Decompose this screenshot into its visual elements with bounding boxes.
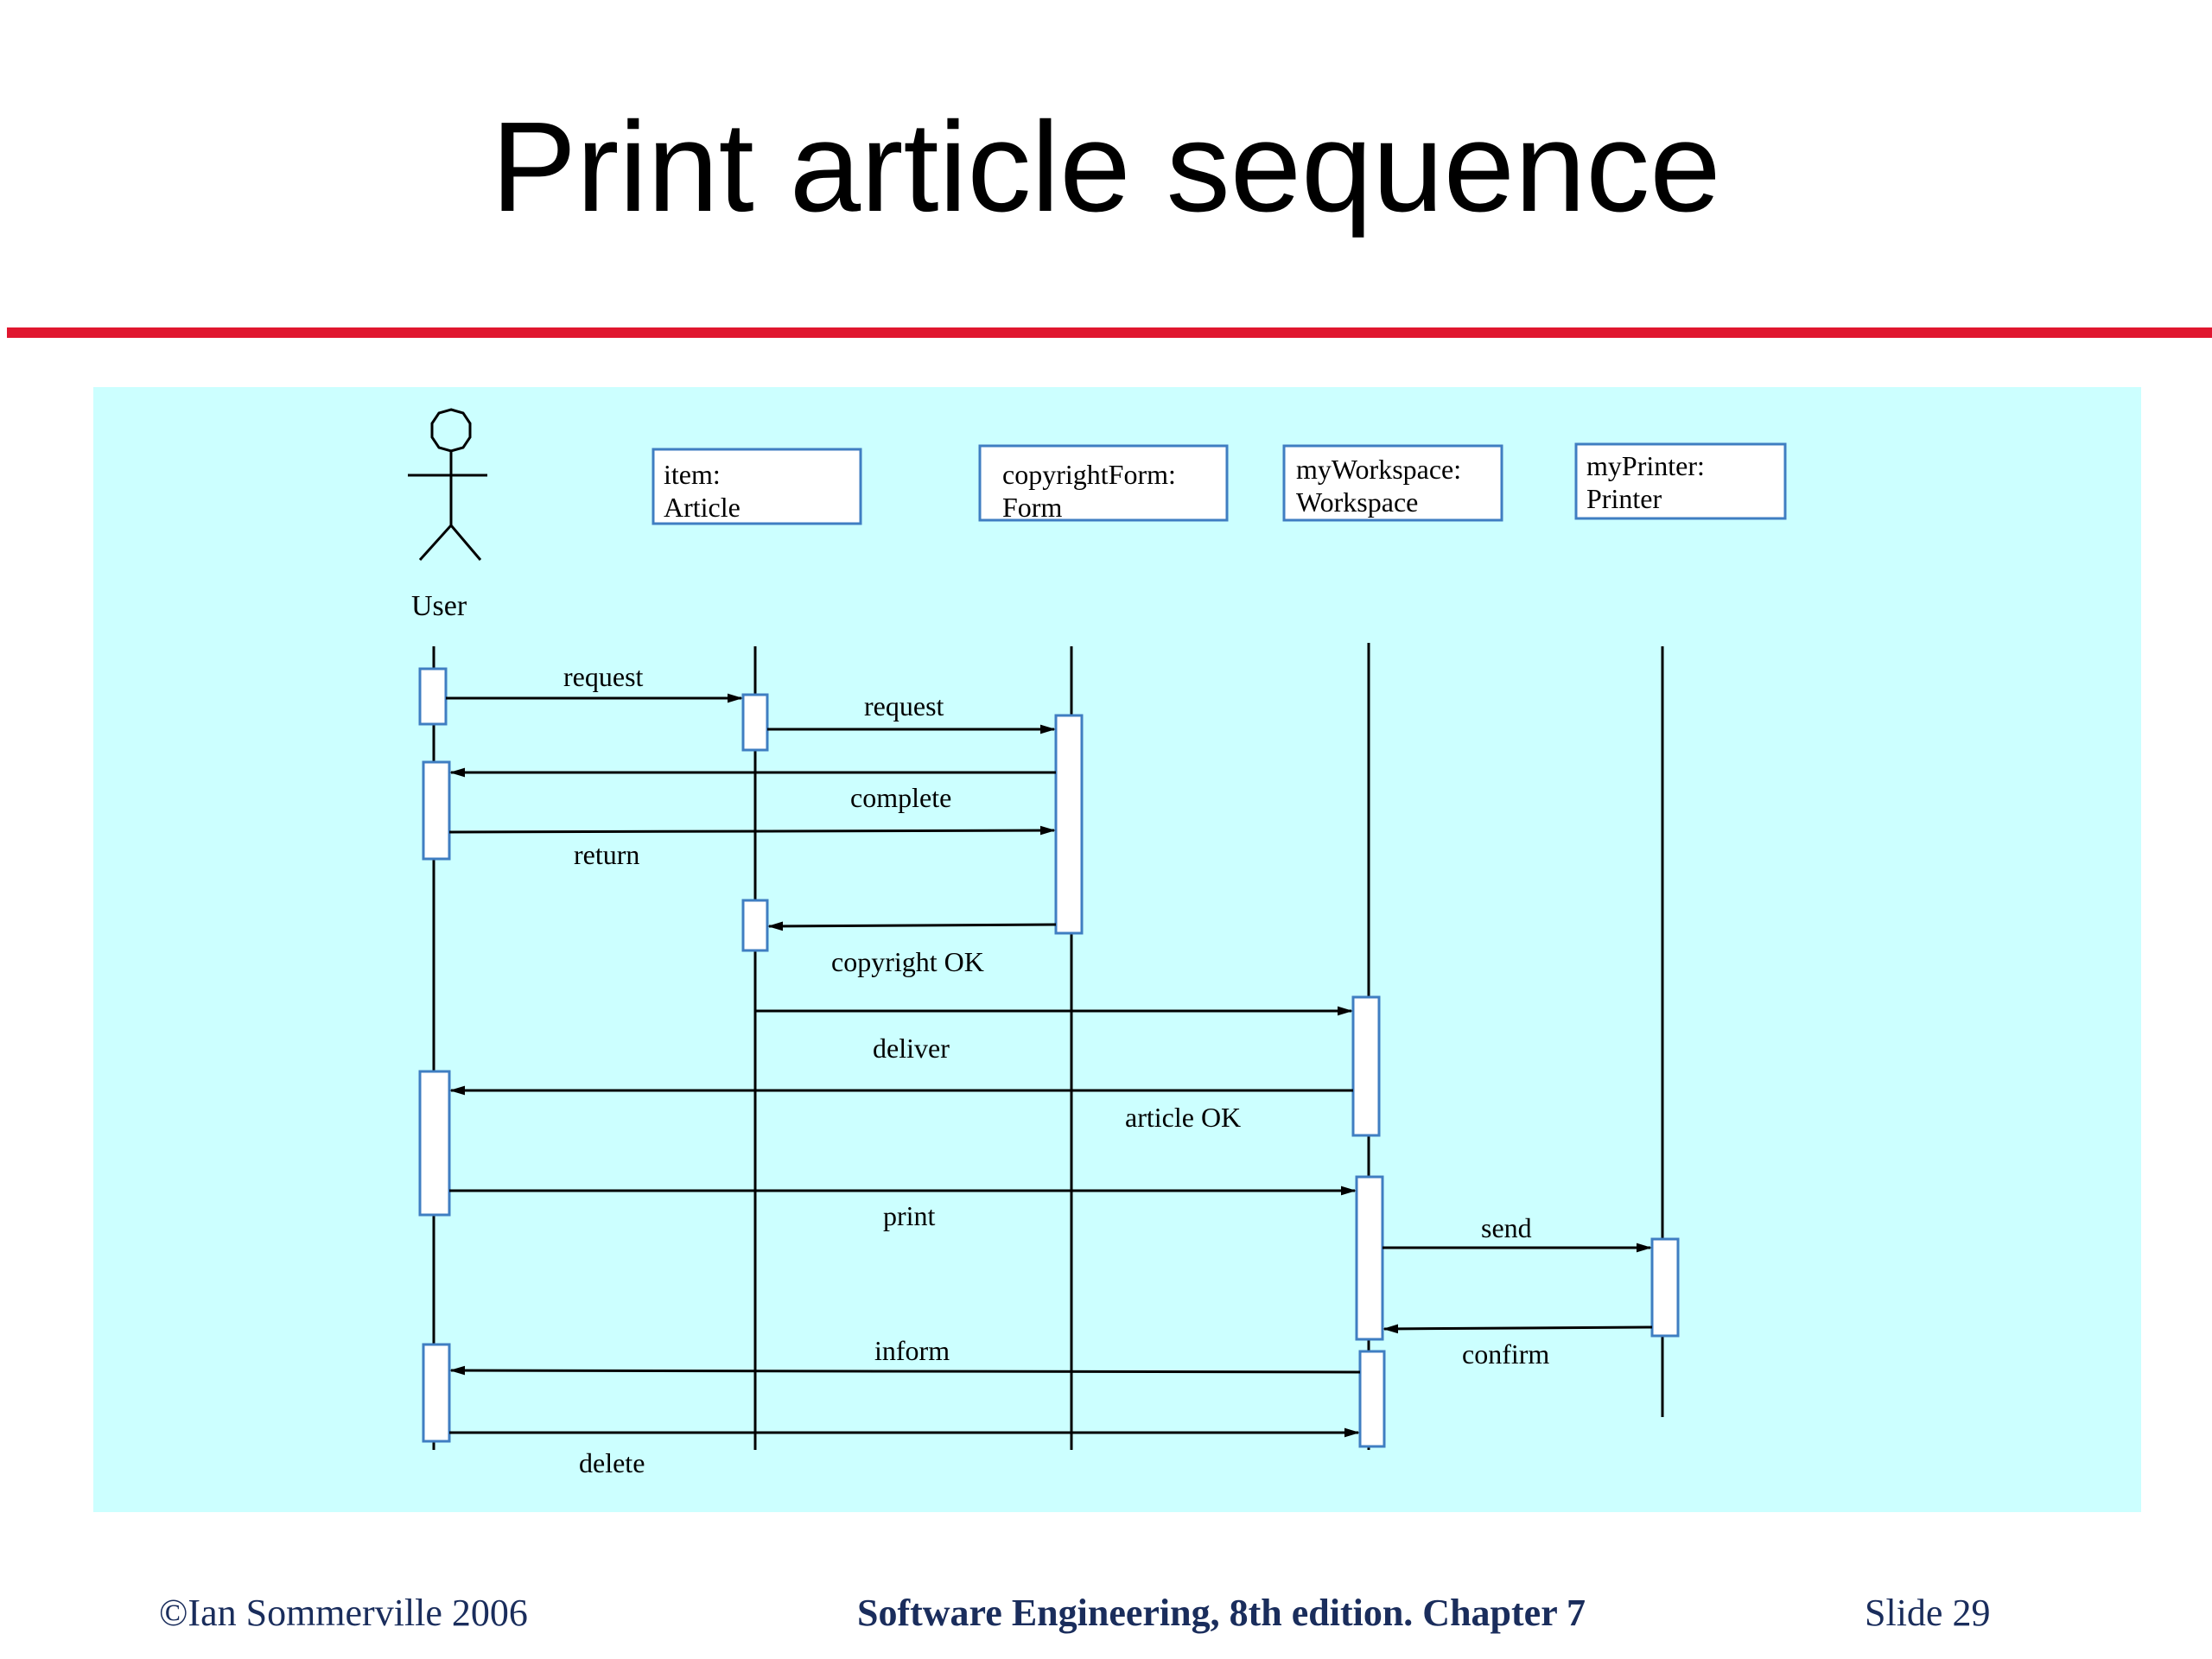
activation-bar (422, 1343, 451, 1443)
sequence-diagram: User item: Article copyrightForm: Form m… (93, 387, 2141, 1512)
message-label-send: send (1481, 1212, 1532, 1243)
footer-copyright: ©Ian Sommerville 2006 (159, 1592, 528, 1634)
object-label-copyrightform-class: Form (1002, 492, 1062, 523)
activation-bar (741, 899, 769, 952)
message-label-print: print (883, 1200, 936, 1231)
activation-bar (1351, 995, 1381, 1137)
object-box-myworkspace: myWorkspace: Workspace (1282, 444, 1503, 522)
slide-title: Print article sequence (491, 96, 1721, 238)
message-label-complete: complete (850, 782, 951, 813)
message-label-copyright-ok: copyright OK (831, 946, 984, 977)
object-label-myprinter-name: myPrinter: (1586, 450, 1705, 481)
object-label-myworkspace-name: myWorkspace: (1296, 454, 1461, 485)
activation-bar (1358, 1350, 1386, 1448)
object-label-item-name: item: (664, 459, 721, 490)
footer-slide-number: Slide 29 (1865, 1592, 1991, 1634)
footer-book-title: Software Engineering, 8th edition. Chapt… (857, 1592, 1586, 1634)
message-arrow-return (448, 825, 1056, 836)
title-divider (7, 327, 2212, 338)
activation-bar (1355, 1175, 1384, 1341)
stick-figure-icon (408, 408, 487, 562)
message-label-delete: delete (579, 1447, 645, 1478)
message-label-article-ok: article OK (1125, 1102, 1241, 1133)
object-box-item: item: Article (652, 448, 862, 525)
activation-bar (418, 667, 448, 726)
message-label-request-2: request (864, 690, 944, 721)
object-label-copyrightform-name: copyrightForm: (1002, 459, 1176, 490)
diagram-background (93, 387, 2141, 1512)
message-arrow-copyright-ok (767, 921, 1057, 931)
activation-bar (1650, 1237, 1680, 1338)
activation-bar (422, 760, 451, 861)
object-box-copyrightform: copyrightForm: Form (978, 444, 1229, 523)
object-box-myprinter: myPrinter: Printer (1574, 442, 1787, 520)
message-label-inform: inform (874, 1335, 950, 1366)
object-label-myworkspace-class: Workspace (1296, 486, 1418, 518)
message-label-request-1: request (563, 661, 644, 692)
message-label-return: return (574, 839, 639, 870)
message-arrow-inform (449, 1365, 1361, 1376)
message-label-confirm: confirm (1462, 1338, 1549, 1370)
activation-bar (741, 693, 769, 752)
message-label-deliver: deliver (873, 1033, 950, 1064)
object-label-myprinter-class: Printer (1586, 483, 1662, 514)
object-label-item-class: Article (664, 492, 741, 523)
message-arrow-confirm (1382, 1324, 1653, 1334)
activation-bar (1054, 714, 1084, 935)
actor-label-user: User (411, 590, 467, 622)
activation-bar (418, 1070, 451, 1217)
